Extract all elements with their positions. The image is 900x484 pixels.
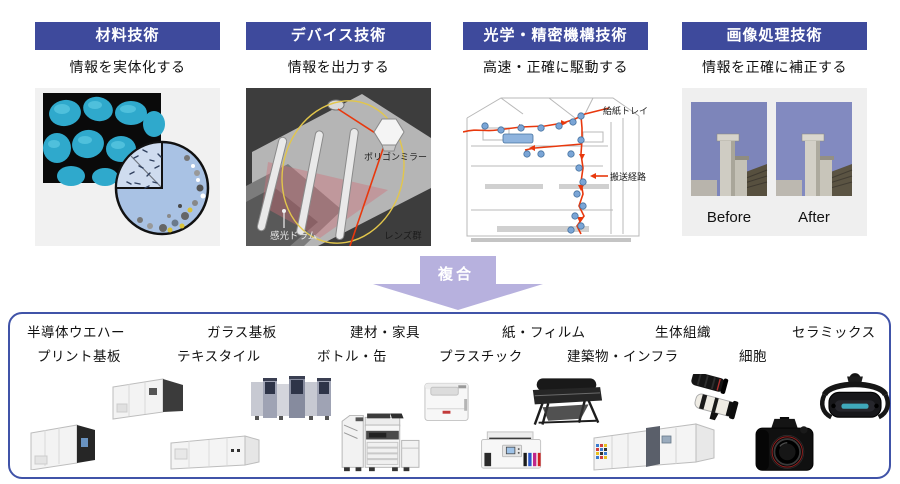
product-panel-production-equipment-icon xyxy=(251,376,331,420)
product-inkjet-printer-icon xyxy=(481,431,542,469)
product-camera-lenses-icon xyxy=(691,374,739,421)
product-laser-printer-icon xyxy=(424,382,469,422)
applications-box: 半導体ウエハー ガラス基板 建材・家具 紙・フィルム 生体組織 セラミックス プ… xyxy=(8,312,891,479)
category-cell: 細胞 xyxy=(739,349,767,364)
after-label: After xyxy=(798,209,830,226)
product-dslr-camera-icon xyxy=(755,417,814,471)
tech-column-optics: 光学・精密機構技術 高速・正確に駆動する xyxy=(462,22,648,246)
lens-group-label: レンズ群 xyxy=(384,230,422,242)
cmyk-register-marks xyxy=(596,444,607,459)
materials-image xyxy=(35,88,220,251)
tech-description-imaging: 情報を正確に補正する xyxy=(702,59,847,75)
polygon-mirror-label: ポリゴンミラー xyxy=(364,151,427,162)
tech-header-optics: 光学・精密機構技術 xyxy=(463,22,648,50)
category-paper-film: 紙・フィルム xyxy=(502,325,586,340)
tech-description-device: 情報を出力する xyxy=(287,59,390,75)
category-ceramics: セラミックス xyxy=(792,325,876,340)
tech-description-optics: 高速・正確に駆動する xyxy=(483,59,628,75)
category-plastic: プラスチック xyxy=(439,349,523,364)
product-mr-headset-icon xyxy=(819,373,891,420)
before-label: Before xyxy=(707,209,751,226)
category-textile: テキスタイル xyxy=(177,349,261,364)
laser-scanner-image: ポリゴンミラー レンズ群 感光ドラム xyxy=(246,88,431,251)
after-photo xyxy=(776,102,853,196)
tech-header-device: デバイス技術 xyxy=(246,22,431,50)
composite-arrow-label: 複合 xyxy=(437,265,474,283)
tech-description-materials: 情報を実体化する xyxy=(69,59,186,75)
before-photo xyxy=(691,102,768,196)
product-lithography-machine-icon xyxy=(112,378,183,420)
category-building-materials: 建材・家具 xyxy=(350,325,420,340)
category-infrastructure: 建築物・インフラ xyxy=(567,349,679,364)
paper-path-image: 給紙トレイ 搬送経路 xyxy=(462,88,648,251)
category-biological-tissue: 生体組織 xyxy=(655,325,711,340)
category-bottle-can: ボトル・缶 xyxy=(317,349,387,364)
toner-particle-diagram xyxy=(114,140,210,236)
product-flat-panel-machine-icon xyxy=(170,435,260,470)
tech-column-device: デバイス技術 情報を出力する xyxy=(246,22,431,247)
paper-tray-label: 給紙トレイ xyxy=(603,105,648,116)
tech-header-imaging: 画像処理技術 xyxy=(682,22,867,50)
tech-header-materials: 材料技術 xyxy=(35,22,220,50)
tech-column-materials: 材料技術 情報を実体化する xyxy=(35,22,220,246)
product-industrial-machine-icon xyxy=(30,424,95,470)
product-large-format-printer-icon xyxy=(532,378,603,425)
product-commercial-printing-press-icon xyxy=(593,423,715,471)
category-glass-substrate: ガラス基板 xyxy=(207,325,277,340)
photosensitive-drum-label: 感光ドラム xyxy=(270,230,317,242)
polygon-mirror-shape xyxy=(373,118,405,152)
tech-column-imaging: 画像処理技術 情報を正確に補正する xyxy=(682,22,867,236)
category-semiconductor-wafer: 半導体ウエハー xyxy=(27,325,125,340)
category-printed-circuit-board: プリント基板 xyxy=(37,349,121,364)
feed-rollers xyxy=(481,112,587,234)
product-office-multifunction-printer-icon xyxy=(341,413,420,472)
composite-arrow: 複合 xyxy=(373,256,543,310)
before-after-image: Before After xyxy=(682,88,867,241)
transport-path-label: 搬送経路 xyxy=(610,171,646,182)
